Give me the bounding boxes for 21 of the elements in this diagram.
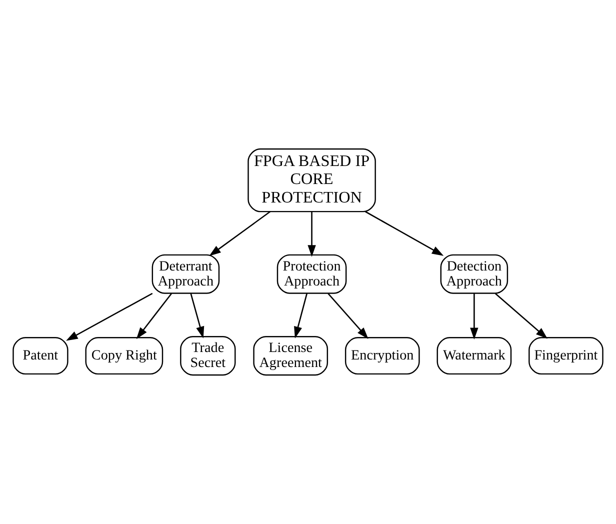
node-box: Trade Secret [180, 336, 236, 376]
node-box: License Agreement [253, 336, 328, 376]
node-box: Deterrant Approach [152, 254, 220, 294]
arrow [294, 293, 308, 338]
node-box: Encryption [344, 337, 420, 375]
node-box: Fingerprint [528, 337, 604, 375]
node-box: Protection Approach [276, 254, 347, 294]
arrow [328, 293, 368, 339]
arrow [136, 293, 172, 340]
node-box: Patent [12, 337, 68, 375]
node-box: FPGA BASED IP CORE PROTECTION [248, 148, 376, 212]
arrow [190, 293, 204, 338]
arrow [365, 211, 444, 256]
arrow [66, 292, 153, 341]
arrow [209, 211, 271, 256]
arrow [308, 212, 316, 257]
node-box: Detection Approach [440, 254, 508, 294]
arrow [470, 294, 478, 340]
node-box: Watermark [436, 337, 512, 375]
node-box: Copy Right [85, 337, 164, 375]
arrow [495, 293, 548, 339]
